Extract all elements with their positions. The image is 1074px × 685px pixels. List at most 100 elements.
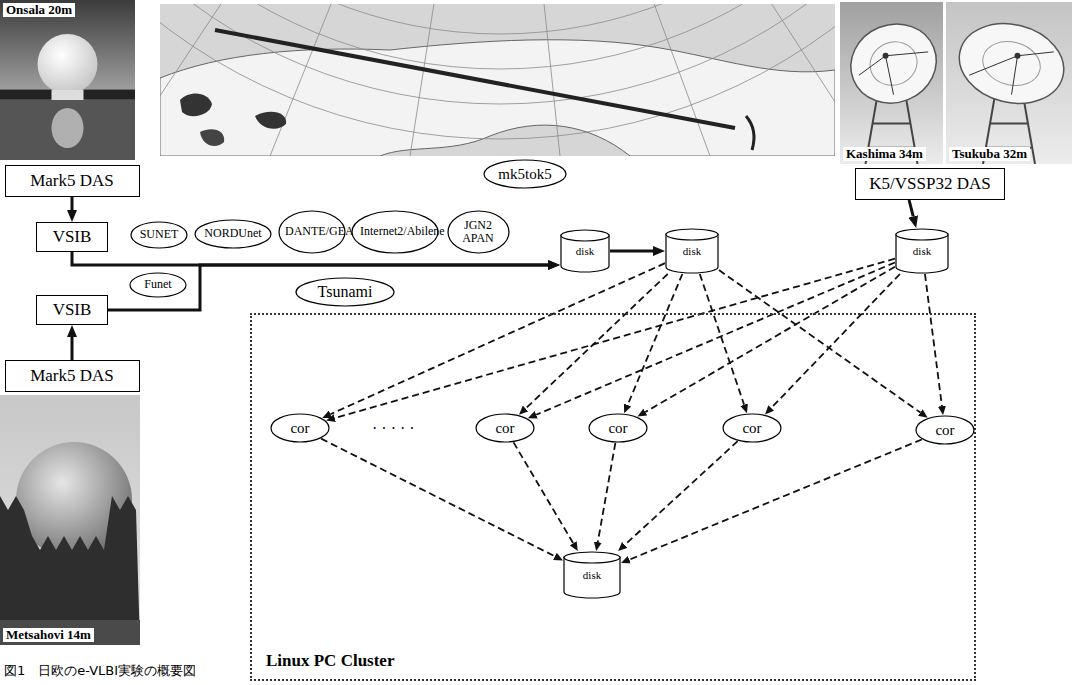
antenna-dish-inner — [978, 36, 1045, 92]
antenna-struts — [969, 52, 1054, 95]
network-oval: JGN2 APAN — [447, 210, 510, 254]
box-label: VSIB — [53, 301, 92, 320]
data-flow-arrow — [71, 337, 74, 360]
disk-cylinder: disk — [563, 551, 621, 599]
correlator-oval: cor — [588, 413, 648, 443]
region-label: Linux PC Cluster — [266, 652, 394, 671]
photo-sky — [0, 395, 140, 645]
world-map — [160, 4, 835, 156]
vsib-box: VSIB — [36, 222, 108, 252]
das-box: Mark5 DAS — [5, 165, 140, 197]
correlator-oval: cor — [475, 413, 535, 443]
oval-shape — [296, 278, 394, 306]
map-meridian — [500, 4, 835, 156]
metsahovi-photo: Metsahovi 14m — [0, 395, 140, 645]
network-oval: DANTE/GEANT — [278, 210, 346, 254]
cylinder-top — [666, 229, 718, 240]
distribution-arrow — [771, 274, 900, 408]
map-meridian — [500, 4, 710, 156]
box-label: Funet — [144, 278, 171, 291]
box-label: disk — [583, 569, 601, 581]
kashima-photo: Kashima 34m — [840, 2, 943, 164]
photo-reflection — [52, 108, 84, 148]
map-land — [160, 40, 835, 156]
box-label: Mark5 DAS — [30, 367, 114, 386]
map-japan — [746, 116, 754, 150]
photo-illustration — [946, 2, 1072, 164]
network-oval: SUNET — [130, 221, 188, 249]
box-label: disk — [576, 245, 594, 257]
map-meridian — [160, 4, 500, 156]
map-meridian — [500, 4, 560, 156]
cylinder-top — [896, 229, 948, 240]
oval-shape — [279, 211, 345, 253]
box-label: cor — [742, 420, 761, 437]
box-label: cor — [290, 420, 309, 437]
photo-sky — [946, 2, 1072, 164]
oval-shape — [352, 211, 438, 253]
disk-cylinder: disk — [895, 228, 949, 274]
cylinder-top — [564, 552, 620, 563]
distribution-arrow — [625, 441, 738, 545]
network-oval: Funet — [129, 272, 187, 298]
map-meridian — [160, 4, 500, 156]
box-label: disk — [913, 245, 931, 257]
map-graticule — [160, 4, 835, 156]
oval-shape — [131, 222, 187, 248]
oval-shape — [723, 414, 781, 442]
map-island — [255, 112, 286, 129]
oval-shape — [271, 414, 329, 442]
correlator-oval: cor — [270, 413, 330, 443]
figure-caption: 図1 日欧のe-VLBI実験の概要図 — [4, 664, 196, 678]
tsukuba-photo: Tsukuba 32m — [946, 2, 1072, 164]
distribution-arrow — [335, 259, 895, 418]
box-label: cor — [495, 420, 514, 437]
distribution-arrow — [321, 439, 555, 557]
distribution-arrow — [598, 443, 616, 542]
oval-shape — [130, 273, 186, 297]
box-label: Mark5 DAS — [30, 172, 114, 191]
cluster-region: Linux PC Cluster cor cor cor cor cor disk — [250, 313, 976, 681]
disk-cylinder: disk — [665, 228, 719, 274]
box-label: disk — [683, 245, 701, 257]
station-label: Tsukuba 32m — [949, 147, 1030, 161]
onsala-photo: Onsala 20m — [0, 0, 135, 160]
box-label: cor — [935, 422, 954, 439]
photo-illustration — [840, 2, 943, 164]
distribution-arrow — [925, 274, 942, 406]
distribution-arrow — [700, 274, 744, 405]
box-label: SUNET — [140, 228, 179, 241]
oval-shape — [916, 416, 974, 444]
map-island — [180, 94, 212, 117]
antenna-dish-inner — [863, 35, 923, 92]
disk-cylinder: disk — [560, 229, 610, 273]
map-meridian — [270, 4, 500, 156]
box-label: cor — [608, 420, 627, 437]
photo-ground — [0, 620, 140, 645]
cylinder-top — [561, 230, 609, 241]
box-label: Tsunami — [318, 283, 373, 301]
map-parallel — [160, 4, 835, 139]
distribution-arrow — [536, 262, 895, 414]
correlator-oval: cor — [722, 413, 782, 443]
station-label: Onsala 20m — [3, 3, 75, 17]
distribution-arrow — [629, 440, 921, 560]
antenna-subreflector — [883, 53, 889, 59]
das-box: K5/VSSP32 DAS — [855, 168, 1005, 200]
box-label: JGN2 APAN — [456, 219, 500, 245]
vsib-box: VSIB — [36, 295, 108, 325]
oval-shape — [484, 160, 566, 188]
oval-shape — [476, 414, 534, 442]
photo-treeline — [0, 90, 135, 101]
box-label: mk5tok5 — [498, 166, 551, 183]
map-ocean — [160, 4, 835, 156]
antenna-struts — [859, 52, 928, 95]
map-parallel — [160, 4, 835, 69]
station-label: Metsahovi 14m — [3, 628, 94, 642]
distribution-arrow — [628, 274, 683, 405]
map-parallel — [160, 4, 835, 104]
box-label: Internet2/Abilene — [360, 225, 430, 238]
photo-sky — [0, 0, 135, 99]
radome-sphere — [38, 34, 98, 94]
station-label: Kashima 34m — [843, 147, 926, 161]
